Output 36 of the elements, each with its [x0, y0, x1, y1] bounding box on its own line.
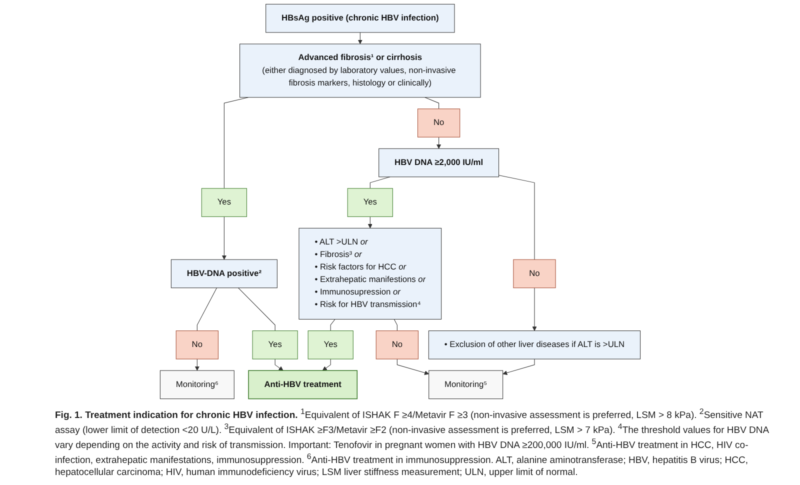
arrow — [274, 358, 284, 371]
connector — [196, 288, 217, 332]
node-box: Yes — [252, 330, 298, 360]
arrow — [532, 288, 537, 331]
connector — [370, 176, 390, 189]
node-box: • Exclusion of other liver diseases if ALT is >ULN — [428, 330, 640, 360]
arrow — [222, 216, 226, 260]
connector — [394, 319, 398, 332]
arrow — [368, 216, 372, 228]
arrow — [396, 358, 429, 376]
node-box: No — [176, 330, 218, 360]
node-box: Advanced fibrosis¹ or cirrhosis (either diagnosed by laboratory values, non-invasive fibrosis markers, histology or clinically) — [239, 44, 481, 98]
node-box: No — [417, 108, 460, 138]
arrow — [502, 358, 535, 376]
arrow — [358, 32, 362, 44]
connector — [238, 288, 276, 332]
node-box: No — [512, 259, 556, 288]
connector — [224, 97, 248, 189]
connector — [424, 97, 439, 110]
connector — [498, 174, 535, 260]
node-box: HBV DNA ≥2,000 IU/ml — [378, 148, 499, 178]
node-box: • ALT >ULN or • Fibrosis³ or • Risk factors for HCC or • Extrahepatic manifestions or • Immunosupression or • Risk for HBV transmission⁴ — [298, 228, 442, 320]
node-box: No — [376, 330, 418, 360]
arrow — [436, 136, 441, 149]
node-box: Monitoring⁵ — [428, 370, 503, 400]
node-box: Yes — [347, 188, 393, 217]
node-box: HBV-DNA positive² — [170, 259, 278, 288]
node-box: Yes — [308, 330, 354, 360]
node-box: Anti-HBV treatment — [248, 370, 358, 400]
arrow — [322, 358, 331, 371]
node-box: Yes — [201, 188, 247, 217]
connector — [330, 319, 336, 332]
node-box: HBsAg positive (chronic HBV infection) — [265, 4, 455, 33]
figure-caption: Fig. 1. Treatment indication for chronic HBV infection. $^{1}$Equivalent of ISHAK F ≥4/Metavir F ≥3 (non-invasive assessment is preferred, LSM > 8 kPa). $^{2}$Sensitive NAT assay (lower limit of detection <20 U/L). $^{3}$Equivalent of ISHAK ≥F3/Metavir ≥F2 (non-invasive assessment is preferred, LSM > 7 kPa). $^{4}$The threshold values for HBV DNA vary depending on the activity and risk of transmission. Important: Tenofovir in pregnant women with HBV DNA ≥200,000 IU/ml. $^{5}$Anti-HBV treatment in HCC, HIV co-infection, extrahepatic manifestations, immunosuppression. $^{6}$Anti-HBV treatment in immunosuppression. ALT, alanine aminotransferase; HBV, hepatitis B virus; HCC, hepatocellular carcinoma; HIV, human immunodeficiency virus; LSM liver stiffness measurement; ULN, upper limit of normal. — [54, 406, 770, 480]
node-box: Monitoring⁶ — [160, 370, 234, 400]
arrow — [194, 358, 200, 371]
